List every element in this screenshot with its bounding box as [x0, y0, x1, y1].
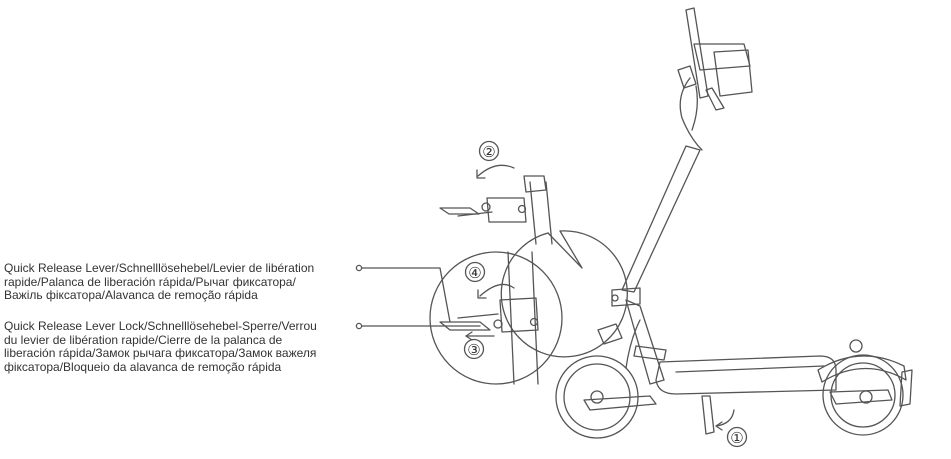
label-line: rapide/Palanca de liberación rápida/Рыча… — [4, 274, 296, 289]
step-1-number: ① — [730, 429, 743, 447]
label-line: фіксатора/Bloqueio da alavanca de remoçã… — [4, 359, 282, 374]
step-2-number: ② — [482, 143, 495, 161]
label-line: Quick Release Lever Lock/Schnelllösehebe… — [4, 319, 317, 333]
label-line: liberación rápida/Замок рычага фиксатора… — [4, 346, 317, 361]
detail-circle-top — [439, 140, 628, 358]
label-line: Quick Release Lever/Schnelllösehebel/Lev… — [4, 261, 315, 275]
step-3-number: ③ — [467, 341, 480, 359]
quick-release-lever-lock-label: Quick Release Lever Lock/Schnelllösehebe… — [4, 319, 317, 374]
scooter-illustration — [555, 7, 913, 448]
detail-circle-bottom — [429, 251, 563, 385]
label-line: Важіль фіксатора/Alavanca de remoção ráp… — [4, 288, 258, 303]
label-line: du levier de libération rapide/Cierre de… — [4, 332, 283, 347]
quick-release-lever-label: Quick Release Lever/Schnelllösehebel/Lev… — [4, 261, 315, 303]
leader-lines — [355, 264, 481, 330]
step-4-number: ④ — [468, 264, 481, 282]
